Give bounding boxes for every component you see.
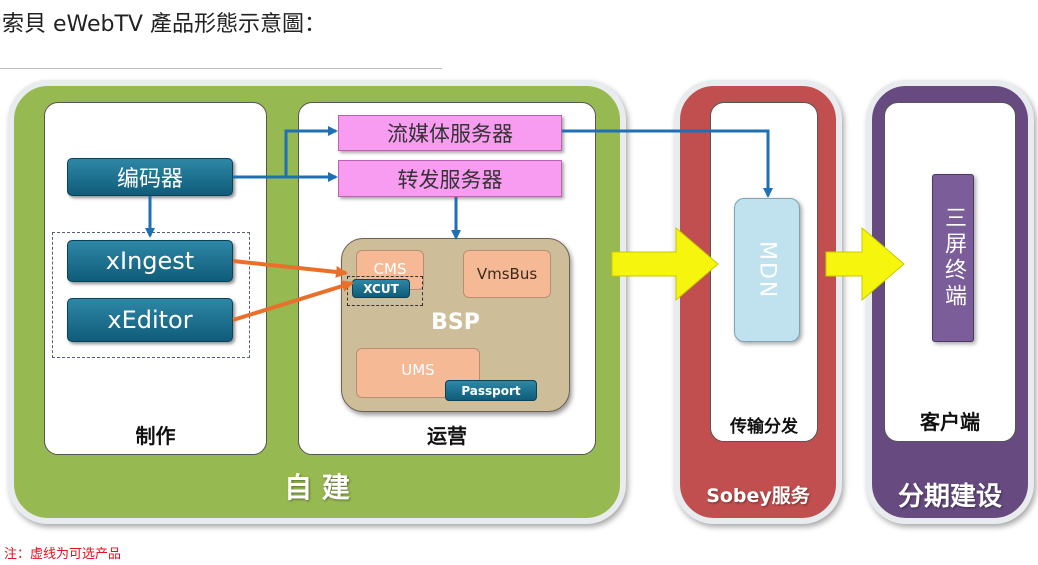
client-label: 客户端 [920, 410, 980, 434]
sobey-service-label: Sobey服务 [706, 485, 810, 507]
xcut-box: XCUT [352, 279, 410, 298]
xingest-to-cms-arrow [232, 259, 348, 278]
phased-construction-label: 分期建设 [897, 482, 1002, 512]
vmsbus-box: VmsBus [463, 250, 551, 298]
mdn-label: MDN [754, 240, 780, 300]
encoder-to-servers-arrow [233, 126, 338, 182]
passport-box: Passport [445, 380, 537, 401]
bsp-label: BSP [431, 310, 480, 335]
streaming-to-mdn-arrow [562, 129, 773, 198]
mdn-box: MDN [734, 198, 800, 342]
production-label: 制作 [135, 424, 176, 448]
encoder-box: 编码器 [67, 158, 233, 196]
page-title: 索貝 eWebTV 產品形態示意圖： [2, 12, 326, 37]
title-divider [0, 68, 442, 69]
forward-server-box: 转发服务器 [338, 160, 562, 197]
operations-label: 运营 [427, 424, 467, 448]
distribution-to-client-arrow [825, 226, 905, 302]
streaming-server-box: 流媒体服务器 [338, 115, 562, 151]
three-screen-terminal-label: 三屏终端 [941, 206, 966, 310]
self-built-to-distribution-arrow [611, 226, 719, 302]
xeditor-to-xcut-arrow [232, 280, 354, 322]
self-built-label: 自 建 [284, 471, 350, 504]
three-screen-terminal-box: 三屏终端 [932, 174, 974, 342]
footnote: 注：虚线为可选产品 [4, 547, 122, 562]
distribution-label: 传输分发 [730, 417, 798, 437]
xeditor-box: xEditor [67, 298, 233, 342]
xingest-box: xIngest [67, 240, 233, 282]
